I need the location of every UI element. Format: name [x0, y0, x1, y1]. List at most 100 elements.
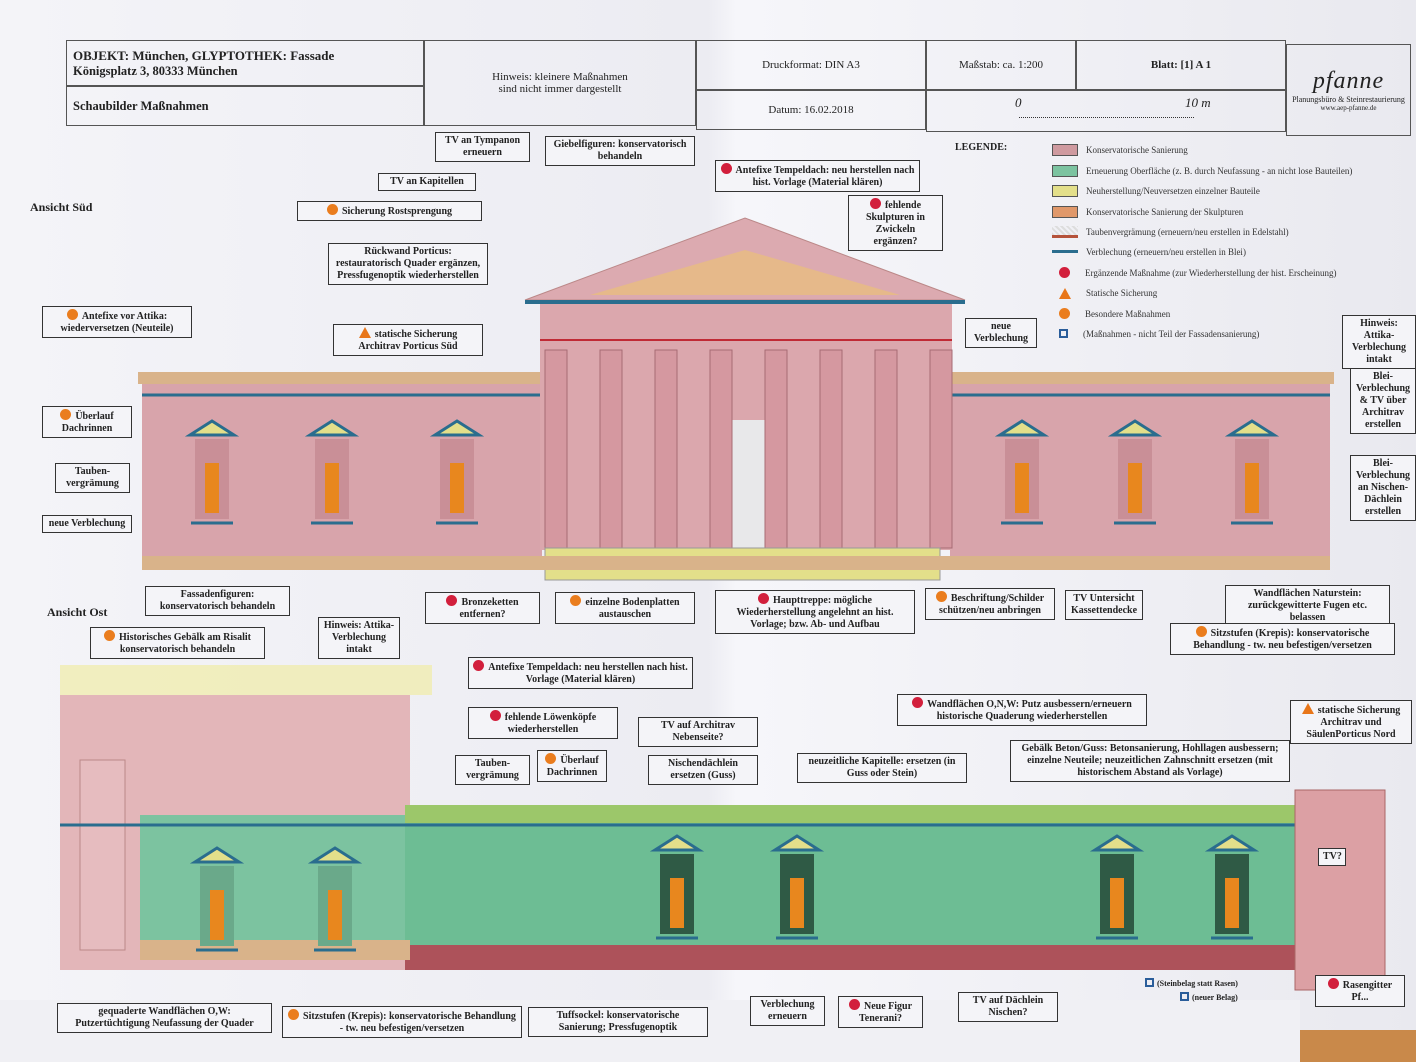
niche	[189, 846, 245, 952]
red-dot-icon	[869, 198, 881, 209]
annotation-label: neue Verblechung	[42, 515, 132, 533]
niche	[1107, 419, 1163, 525]
annotation-text: Überlauf Dachrinnen	[546, 755, 599, 778]
annotation-text: gequaderte Wandflächen O,W: Putzertüchti…	[75, 1006, 254, 1029]
red-dot-icon	[912, 697, 924, 708]
scale-bar-cell: 0 10 m	[926, 90, 1286, 132]
annotation-text: einzelne Bodenplatten austauschen	[585, 597, 680, 620]
niche	[1204, 834, 1260, 940]
scale-end: 10 m	[1185, 95, 1211, 110]
annotation-label: Gebälk Beton/Guss: Betonsanierung, Hohll…	[1010, 740, 1290, 782]
annotation-label: Tuffsockel: konservatorische Sanierung; …	[528, 1007, 708, 1037]
date: Datum: 16.02.2018	[768, 104, 854, 116]
red-dot-icon	[848, 999, 860, 1010]
legend-item: Statische Sicherung	[1052, 287, 1157, 299]
niche-figure	[1110, 878, 1124, 928]
tuff-plinth	[405, 945, 1300, 970]
south-elevation	[138, 217, 1334, 581]
red-dot-icon	[720, 163, 732, 174]
annotation-label: Antefixe vor Attika: wiederversetzen (Ne…	[42, 306, 192, 338]
legend-label: Ergänzende Maßnahme (zur Wiederherstellu…	[1085, 267, 1337, 278]
annotation-text: Gebälk Beton/Guss: Betonsanierung, Hohll…	[1021, 743, 1279, 778]
niche-roof	[994, 419, 1050, 437]
niche	[184, 419, 240, 525]
date-cell: Datum: 16.02.2018	[696, 90, 926, 130]
orange-dot-icon	[570, 595, 582, 606]
red-dot-icon	[758, 593, 769, 604]
annotation-text: Sitzstufen (Krepis): konservatorische Be…	[303, 1011, 516, 1034]
attica-left	[138, 372, 546, 384]
legend-item: Ergänzende Maßnahme (zur Wiederherstellu…	[1052, 267, 1336, 278]
risalit-column	[79, 759, 126, 951]
annotation-text: neue Verblechung	[973, 321, 1029, 344]
niche	[769, 834, 825, 940]
niche-roof	[304, 419, 360, 437]
annotation-label: gequaderte Wandflächen O,W: Putzertüchti…	[57, 1003, 272, 1033]
square-icon	[1145, 978, 1154, 987]
annotation-text: Beschriftung/Schilder schützen/neu anbri…	[939, 593, 1045, 616]
columns	[544, 349, 953, 549]
niche-figure	[1128, 463, 1142, 513]
orange-dot-icon	[935, 591, 947, 602]
legend-item: Besondere Maßnahmen	[1052, 308, 1170, 319]
annotation-text: neue Verblechung	[48, 518, 126, 529]
annotation-label: Sitzstufen (Krepis): konservatorische Be…	[1170, 623, 1395, 655]
annotation-label: Wandflächen Naturstein: zurückgewitterte…	[1225, 585, 1390, 627]
sheet-cell: Blatt: [1] A 1	[1076, 40, 1286, 90]
annotation-label: TV?	[1318, 848, 1346, 866]
niche-roof	[429, 419, 485, 437]
niche-figure	[1015, 463, 1029, 513]
annotation-text: Nischendächlein ersetzen (Guss)	[667, 758, 738, 781]
annotation-label: TV auf Dächlein Nischen?	[958, 992, 1058, 1022]
hatch-icon	[1052, 226, 1078, 238]
print-format: Druckformat: DIN A3	[762, 59, 860, 71]
niche-figure	[670, 878, 684, 928]
scale-cell: Maßstab: ca. 1:200	[926, 40, 1076, 90]
sheet-subtitle: Schaubilder Maßnahmen	[73, 98, 209, 113]
attica-right	[946, 372, 1334, 384]
annotation-label: Überlauf Dachrinnen	[537, 750, 607, 782]
section-title-south: Ansicht Süd	[30, 200, 93, 214]
annotation-text: TV auf Architrav Nebenseite?	[660, 720, 736, 743]
print-format-cell: Druckformat: DIN A3	[696, 40, 926, 90]
column	[599, 349, 623, 549]
north-portico-corner	[1294, 789, 1386, 991]
orange-dot-icon	[66, 309, 78, 320]
annotation-label: TV auf Architrav Nebenseite?	[638, 717, 758, 747]
annotation-text: Historisches Gebälk am Risalit konservat…	[119, 632, 251, 655]
swatch-icon	[1052, 144, 1078, 156]
annotation-text: TV?	[1323, 851, 1342, 862]
red-dot-icon	[1059, 267, 1070, 278]
niche	[304, 419, 360, 525]
swatch-icon	[1052, 164, 1078, 177]
annotation-label: (Steinbelag statt Rasen)	[1145, 978, 1238, 988]
annotation-label: TV an Tympanon erneuern	[435, 132, 530, 162]
east-krepis	[140, 940, 410, 960]
annotation-label: Antefixe Tempeldach: neu herstellen nach…	[468, 657, 693, 689]
annotation-label: Rasengitter Pf...	[1315, 975, 1405, 1007]
niche-figure	[325, 463, 339, 513]
legend-item: Verblechung (erneuern/neu erstellen in B…	[1052, 247, 1246, 257]
logo-subtitle: Planungsbüro & Steinrestaurierung	[1292, 95, 1405, 104]
column	[764, 349, 788, 549]
annotation-label: neuzeitliche Kapitelle: ersetzen (in Gus…	[797, 753, 967, 783]
east-entablature	[405, 805, 1300, 823]
niche	[1089, 834, 1145, 940]
column	[819, 349, 843, 549]
pediment-figures	[590, 250, 900, 295]
niche-roof	[307, 846, 363, 864]
niche-roof	[769, 834, 825, 852]
legend-label: Taubenvergrämung (erneuern/neu erstellen…	[1086, 227, 1289, 237]
annotation-label: TV an Kapitellen	[378, 173, 476, 191]
niche	[994, 419, 1050, 525]
annotation-text: TV an Tympanon erneuern	[444, 135, 521, 158]
legend-item: Taubenvergrämung (erneuern/neu erstellen…	[1052, 226, 1289, 238]
annotation-label: Haupttreppe: mögliche Wiederherstellung …	[715, 590, 915, 634]
annotation-text: Hinweis: Attika-Verblechung intakt	[1351, 318, 1407, 365]
orange-dot-icon	[60, 409, 72, 420]
scale-bar	[1019, 117, 1194, 118]
line-icon	[1052, 250, 1078, 253]
niche	[649, 834, 705, 940]
annotation-text: Überlauf Dachrinnen	[61, 411, 114, 434]
